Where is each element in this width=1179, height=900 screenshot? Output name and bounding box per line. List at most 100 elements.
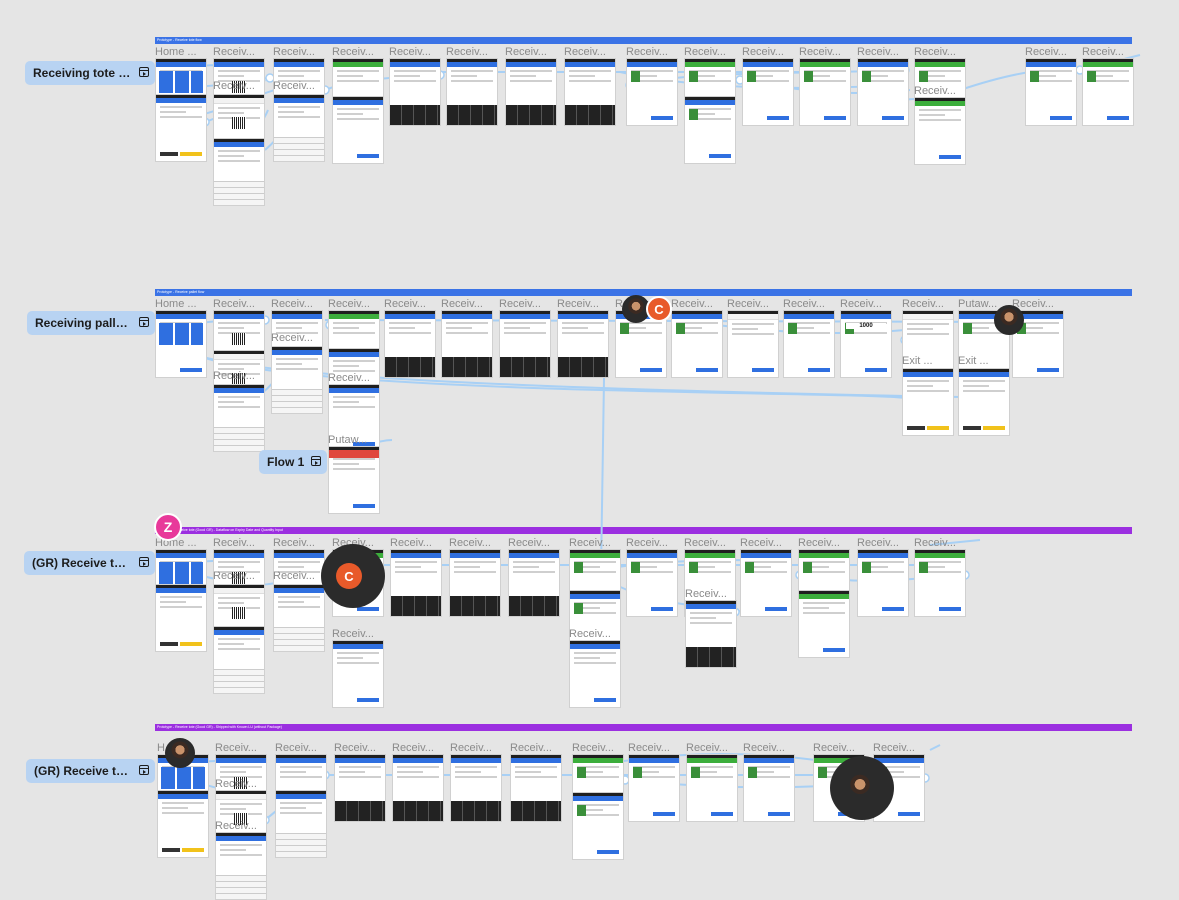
frame-label[interactable]: Receiv... [215, 742, 257, 754]
screen-frame[interactable] [510, 754, 562, 822]
screen-frame[interactable] [686, 754, 738, 822]
frame-label[interactable]: Receiv... [626, 46, 668, 58]
frame-label[interactable]: Receiv... [328, 372, 370, 384]
screen-frame[interactable] [213, 384, 265, 452]
frame-label[interactable]: Receiv... [213, 80, 255, 92]
frame-label[interactable]: Receiv... [1025, 46, 1067, 58]
screen-frame[interactable] [155, 584, 207, 652]
screen-frame[interactable] [332, 640, 384, 708]
play-frame-icon[interactable] [139, 765, 149, 775]
play-frame-icon[interactable] [139, 557, 149, 567]
flow-start-receiving-pallet[interactable]: Receiving pallet... [27, 311, 155, 335]
frame-label[interactable]: Receiv... [685, 588, 727, 600]
frame-label[interactable]: Receiv... [384, 298, 426, 310]
frame-label[interactable]: Receiv... [798, 537, 840, 549]
frame-label[interactable]: Receiv... [914, 537, 956, 549]
frame-label[interactable]: Receiv... [686, 742, 728, 754]
screen-frame[interactable] [569, 640, 621, 708]
frame-label[interactable]: Receiv... [628, 742, 670, 754]
screen-frame[interactable] [798, 590, 850, 658]
flow-start-flow-1[interactable]: Flow 1 [259, 450, 327, 474]
frame-label[interactable]: Receiv... [390, 537, 432, 549]
frame-label[interactable]: Receiv... [569, 628, 611, 640]
collaborator-avatar-photo[interactable] [622, 295, 650, 323]
frame-label[interactable]: Receiv... [873, 742, 915, 754]
frame-label[interactable]: Receiv... [508, 537, 550, 549]
screen-frame[interactable] [902, 310, 954, 378]
frame-label[interactable]: Receiv... [684, 46, 726, 58]
screen-frame[interactable] [727, 310, 779, 378]
screen-frame[interactable] [384, 310, 436, 378]
screen-frame[interactable] [671, 310, 723, 378]
frame-label[interactable]: Receiv... [569, 537, 611, 549]
frame-label[interactable]: Receiv... [389, 46, 431, 58]
screen-frame[interactable] [155, 94, 207, 162]
frame-label[interactable]: Home ... [155, 298, 197, 310]
frame-label[interactable]: Receiv... [273, 46, 315, 58]
screen-frame[interactable] [902, 368, 954, 436]
screen-frame[interactable] [213, 626, 265, 694]
screen-frame[interactable] [626, 549, 678, 617]
screen-frame[interactable] [275, 790, 327, 858]
screen-frame[interactable] [958, 368, 1010, 436]
frame-label[interactable]: Receiv... [334, 742, 376, 754]
frame-label[interactable]: Receiv... [271, 332, 313, 344]
screen-frame[interactable] [742, 58, 794, 126]
frame-label[interactable]: Receiv... [275, 742, 317, 754]
screen-frame[interactable] [840, 310, 892, 378]
screen-frame[interactable] [1082, 58, 1134, 126]
screen-frame[interactable] [332, 96, 384, 164]
play-frame-icon[interactable] [139, 67, 149, 77]
frame-label[interactable]: Receiv... [572, 742, 614, 754]
frame-label[interactable]: Receiv... [740, 537, 782, 549]
screen-frame[interactable] [564, 58, 616, 126]
screen-frame[interactable] [328, 384, 380, 452]
screen-frame[interactable] [1025, 58, 1077, 126]
screen-frame[interactable] [499, 310, 551, 378]
screen-frame[interactable] [450, 754, 502, 822]
frame-label[interactable]: Receiv... [742, 46, 784, 58]
collaborator-avatar-z[interactable]: Z [154, 513, 182, 541]
screen-frame[interactable] [213, 138, 265, 206]
frame-label[interactable]: Receiv... [213, 370, 255, 382]
screen-frame[interactable] [155, 58, 207, 126]
frame-label[interactable]: Receiv... [449, 537, 491, 549]
screen-frame[interactable] [273, 584, 325, 652]
frame-label[interactable]: Exit ... [902, 355, 933, 367]
collaborator-avatar-photo[interactable] [994, 305, 1024, 335]
screen-frame[interactable] [1012, 310, 1064, 378]
screen-frame[interactable] [390, 549, 442, 617]
frame-label[interactable]: Receiv... [626, 537, 668, 549]
screen-frame[interactable] [799, 58, 851, 126]
frame-label[interactable]: Putaw... [328, 434, 368, 446]
screen-frame[interactable] [857, 58, 909, 126]
frame-label[interactable]: Receiv... [914, 46, 956, 58]
screen-frame[interactable] [328, 446, 380, 514]
screen-frame[interactable] [155, 310, 207, 378]
frame-label[interactable]: Receiv... [684, 537, 726, 549]
frame-label[interactable]: Receiv... [273, 537, 315, 549]
screen-frame[interactable] [626, 58, 678, 126]
flow-start-gr-receive-tote-2[interactable]: (GR) Receive tot... [26, 759, 155, 783]
frame-label[interactable]: Receiv... [328, 298, 370, 310]
frame-label[interactable]: Receiv... [215, 778, 257, 790]
frame-label[interactable]: Receiv... [332, 46, 374, 58]
frame-label[interactable]: Receiv... [564, 46, 606, 58]
collaborator-avatar-c[interactable]: C [646, 296, 672, 322]
collaborator-avatar-photo-large[interactable] [845, 773, 875, 803]
frame-label[interactable]: Receiv... [392, 742, 434, 754]
frame-label[interactable]: Receiv... [840, 298, 882, 310]
frame-label[interactable]: Receiv... [273, 80, 315, 92]
screen-frame[interactable] [783, 310, 835, 378]
frame-label[interactable]: Receiv... [813, 742, 855, 754]
frame-label[interactable]: Receiv... [441, 298, 483, 310]
frame-label[interactable]: Receiv... [1082, 46, 1124, 58]
frame-label[interactable]: Receiv... [799, 46, 841, 58]
screen-frame[interactable] [271, 346, 323, 414]
screen-frame[interactable] [441, 310, 493, 378]
flow-start-gr-receive-tote-1[interactable]: (GR) Receive tot... [24, 551, 155, 575]
screen-frame[interactable] [685, 600, 737, 668]
screen-frame[interactable] [389, 58, 441, 126]
screen-frame[interactable] [273, 94, 325, 162]
